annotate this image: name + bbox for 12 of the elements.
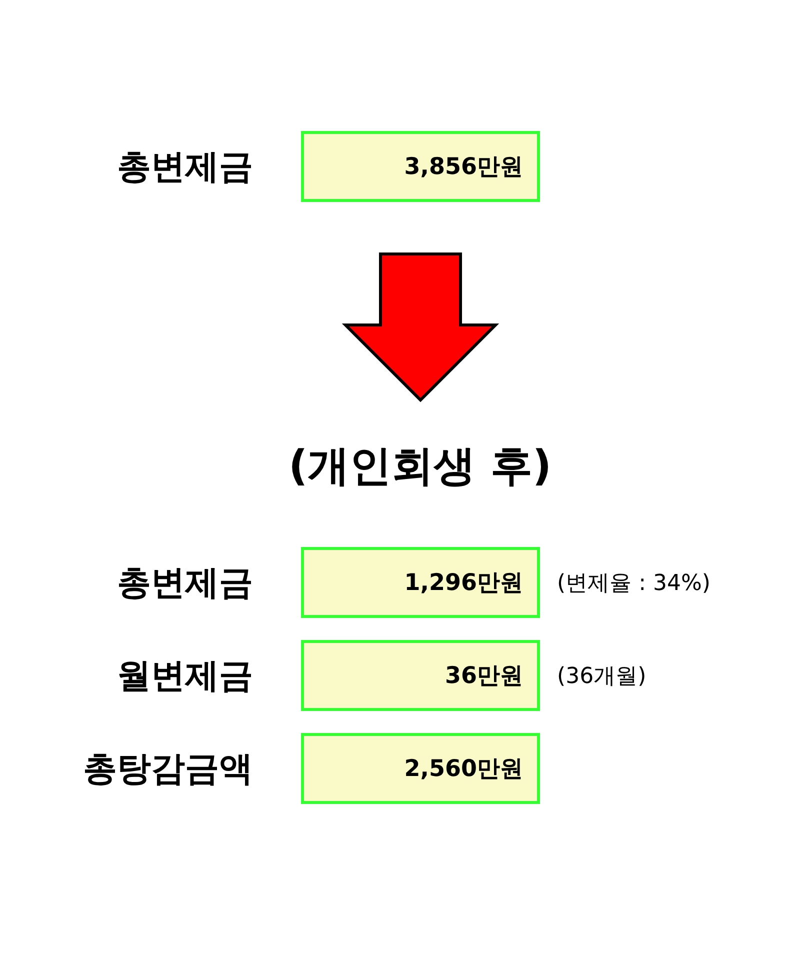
row-label: 총변제금 (117, 562, 253, 604)
amount-value: 3,856만원 (404, 153, 524, 182)
note-text: (36개월) (557, 662, 646, 690)
note-text: (변제율 : 34%) (557, 570, 710, 598)
block-arrow (342, 252, 500, 402)
amount-value: 1,296만원 (404, 569, 524, 598)
section-heading: (개인회생 후) (288, 438, 552, 494)
row-label: 총탕감금액 (83, 748, 253, 790)
row-label: 월변제금 (117, 654, 253, 698)
amount-value: 2,560만원 (404, 755, 524, 784)
row-label: 총변제금 (117, 146, 253, 188)
amount-value: 36만원 (444, 662, 524, 691)
